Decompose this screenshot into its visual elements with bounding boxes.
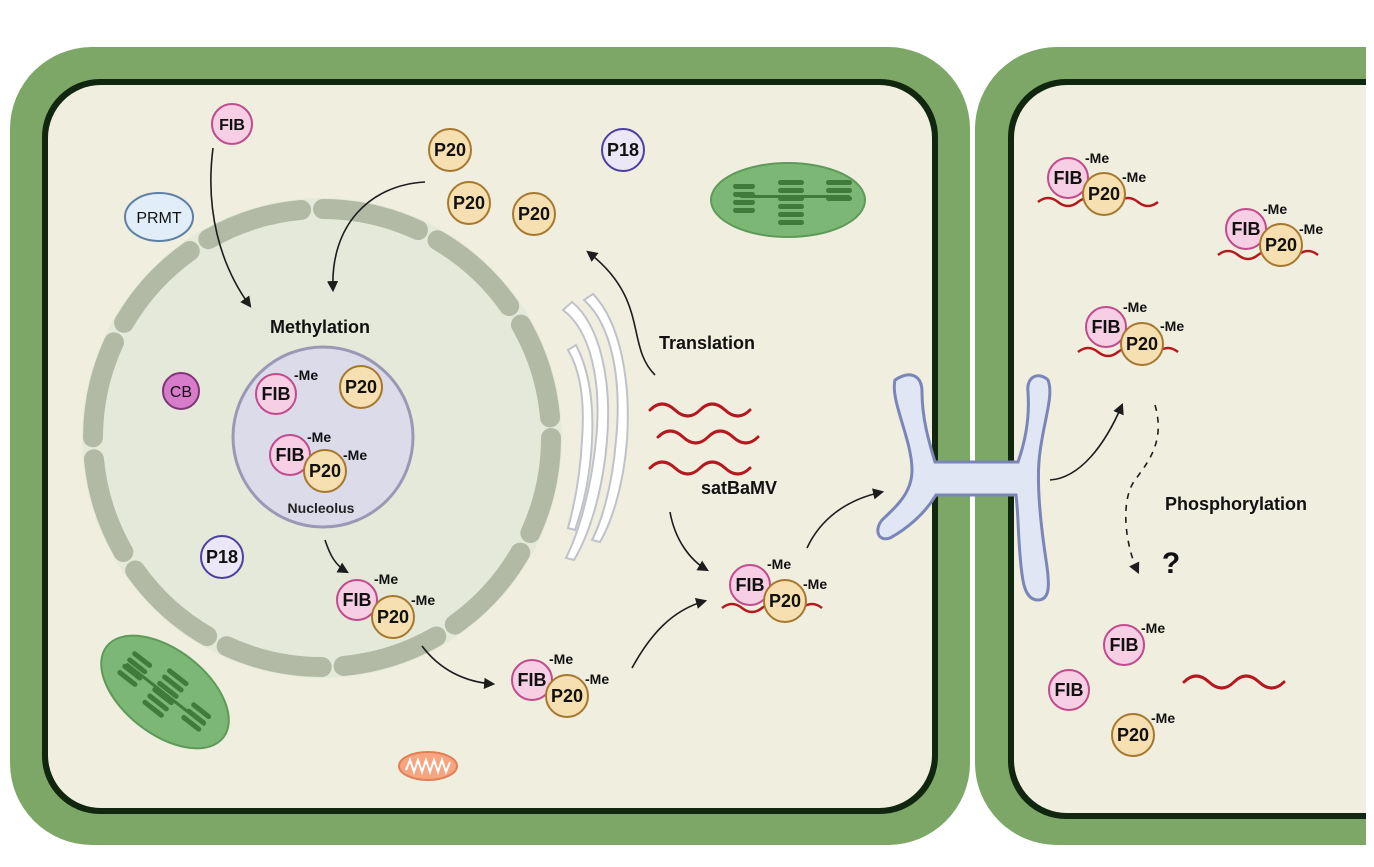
svg-text:PRMT: PRMT bbox=[136, 210, 182, 227]
svg-text:FIB: FIB bbox=[343, 590, 372, 610]
svg-text:-Me: -Me bbox=[1122, 169, 1146, 185]
svg-text:-Me: -Me bbox=[585, 671, 609, 687]
arrow-icon bbox=[421, 645, 496, 689]
svg-text:FIB: FIB bbox=[1054, 168, 1083, 188]
rnp-complex: FIB -Me P20 -Me bbox=[729, 556, 827, 623]
svg-text:-Me: -Me bbox=[294, 367, 318, 383]
arrow-icon bbox=[806, 488, 885, 549]
svg-text:-Me: -Me bbox=[1151, 710, 1175, 726]
p20-protein: P20 bbox=[447, 181, 491, 225]
plasmodesma-icon bbox=[876, 373, 1052, 602]
methylated-fib-p20-complex: FIB -Me P20 -Me bbox=[269, 429, 367, 493]
arrow-icon bbox=[324, 539, 349, 574]
methylated-fib: FIB -Me bbox=[1103, 620, 1165, 666]
methylated-fib-p20-complex: FIB -Me P20 -Me bbox=[336, 571, 435, 639]
svg-text:-Me: -Me bbox=[374, 571, 398, 587]
svg-text:-Me: -Me bbox=[1123, 299, 1147, 315]
methylated-fib: FIB -Me bbox=[255, 367, 318, 415]
svg-text:FIB: FIB bbox=[1092, 317, 1121, 337]
cajal-body: CB bbox=[162, 372, 200, 410]
svg-text:P20: P20 bbox=[453, 193, 485, 213]
mitochondrion-icon bbox=[398, 751, 458, 781]
rna-strand-icon bbox=[1182, 674, 1286, 690]
svg-text:-Me: -Me bbox=[803, 576, 827, 592]
arrow-icon bbox=[326, 181, 426, 293]
svg-text:-Me: -Me bbox=[307, 429, 331, 445]
svg-text:FIB: FIB bbox=[219, 117, 245, 134]
p20-protein: P20 bbox=[428, 128, 472, 172]
svg-text:FIB: FIB bbox=[1232, 219, 1261, 239]
rnp-complex: FIB -Me P20 -Me bbox=[1085, 299, 1184, 366]
svg-text:-Me: -Me bbox=[549, 651, 573, 667]
arrow-icon bbox=[1049, 402, 1124, 481]
svg-text:P20: P20 bbox=[434, 140, 466, 160]
p20-protein: P20 bbox=[339, 365, 383, 409]
svg-text:P20: P20 bbox=[1126, 334, 1158, 354]
nucleolus-label: Nucleolus bbox=[288, 500, 355, 516]
svg-text:-Me: -Me bbox=[767, 556, 791, 572]
prmt-enzyme: PRMT bbox=[124, 192, 194, 242]
chloroplast-icon bbox=[710, 162, 866, 238]
svg-text:-Me: -Me bbox=[1263, 201, 1287, 217]
satbamv-label: satBaMV bbox=[701, 478, 777, 498]
translation-label: Translation bbox=[659, 333, 755, 353]
chloroplast-icon bbox=[100, 634, 230, 750]
svg-text:-Me: -Me bbox=[1299, 221, 1323, 237]
svg-text:FIB: FIB bbox=[518, 670, 547, 690]
svg-text:P20: P20 bbox=[309, 461, 341, 481]
p18-protein: P18 bbox=[601, 128, 645, 172]
unknown-step-label: ? bbox=[1162, 547, 1180, 580]
methylation-label: Methylation bbox=[270, 317, 370, 337]
endoplasmic-reticulum-icon bbox=[561, 292, 629, 562]
svg-text:P20: P20 bbox=[769, 591, 801, 611]
svg-text:P20: P20 bbox=[377, 607, 409, 627]
svg-text:P18: P18 bbox=[607, 140, 639, 160]
svg-text:-Me: -Me bbox=[1085, 150, 1109, 166]
arrow-icon bbox=[1125, 404, 1159, 575]
arrow-icon bbox=[669, 511, 709, 572]
arrow-icon bbox=[210, 147, 252, 308]
p18-protein: P18 bbox=[200, 535, 244, 579]
svg-text:FIB: FIB bbox=[276, 445, 305, 465]
methylated-p20: P20 -Me bbox=[1111, 710, 1175, 757]
svg-text:-Me: -Me bbox=[411, 592, 435, 608]
svg-text:P18: P18 bbox=[206, 547, 238, 567]
fib-protein: FIB bbox=[211, 103, 253, 145]
methylated-fib-p20-complex: FIB -Me P20 -Me bbox=[511, 651, 609, 718]
svg-text:P20: P20 bbox=[518, 204, 550, 224]
svg-text:FIB: FIB bbox=[1110, 635, 1139, 655]
svg-text:P20: P20 bbox=[1088, 184, 1120, 204]
arrow-icon bbox=[631, 597, 708, 669]
p20-protein: P20 bbox=[512, 192, 556, 236]
fib-protein: FIB bbox=[1048, 669, 1090, 711]
svg-text:FIB: FIB bbox=[736, 575, 765, 595]
svg-text:-Me: -Me bbox=[1141, 620, 1165, 636]
rnp-complex: FIB -Me P20 -Me bbox=[1225, 201, 1323, 267]
arrow-icon bbox=[586, 250, 656, 376]
svg-text:-Me: -Me bbox=[343, 447, 367, 463]
svg-text:-Me: -Me bbox=[1160, 318, 1184, 334]
svg-text:P20: P20 bbox=[345, 377, 377, 397]
right-cytoplasm bbox=[1014, 85, 1366, 813]
rna-strand-icon bbox=[648, 402, 760, 476]
svg-text:P20: P20 bbox=[551, 686, 583, 706]
svg-text:FIB: FIB bbox=[1055, 680, 1084, 700]
arrows bbox=[210, 147, 1159, 689]
svg-text:P20: P20 bbox=[1265, 235, 1297, 255]
svg-text:FIB: FIB bbox=[262, 384, 291, 404]
nuclear-envelope bbox=[83, 199, 561, 677]
svg-text:P20: P20 bbox=[1117, 725, 1149, 745]
svg-text:CB: CB bbox=[170, 384, 192, 401]
rnp-complex: FIB -Me P20 -Me bbox=[1047, 150, 1146, 216]
phosphorylation-label: Phosphorylation bbox=[1165, 494, 1307, 514]
